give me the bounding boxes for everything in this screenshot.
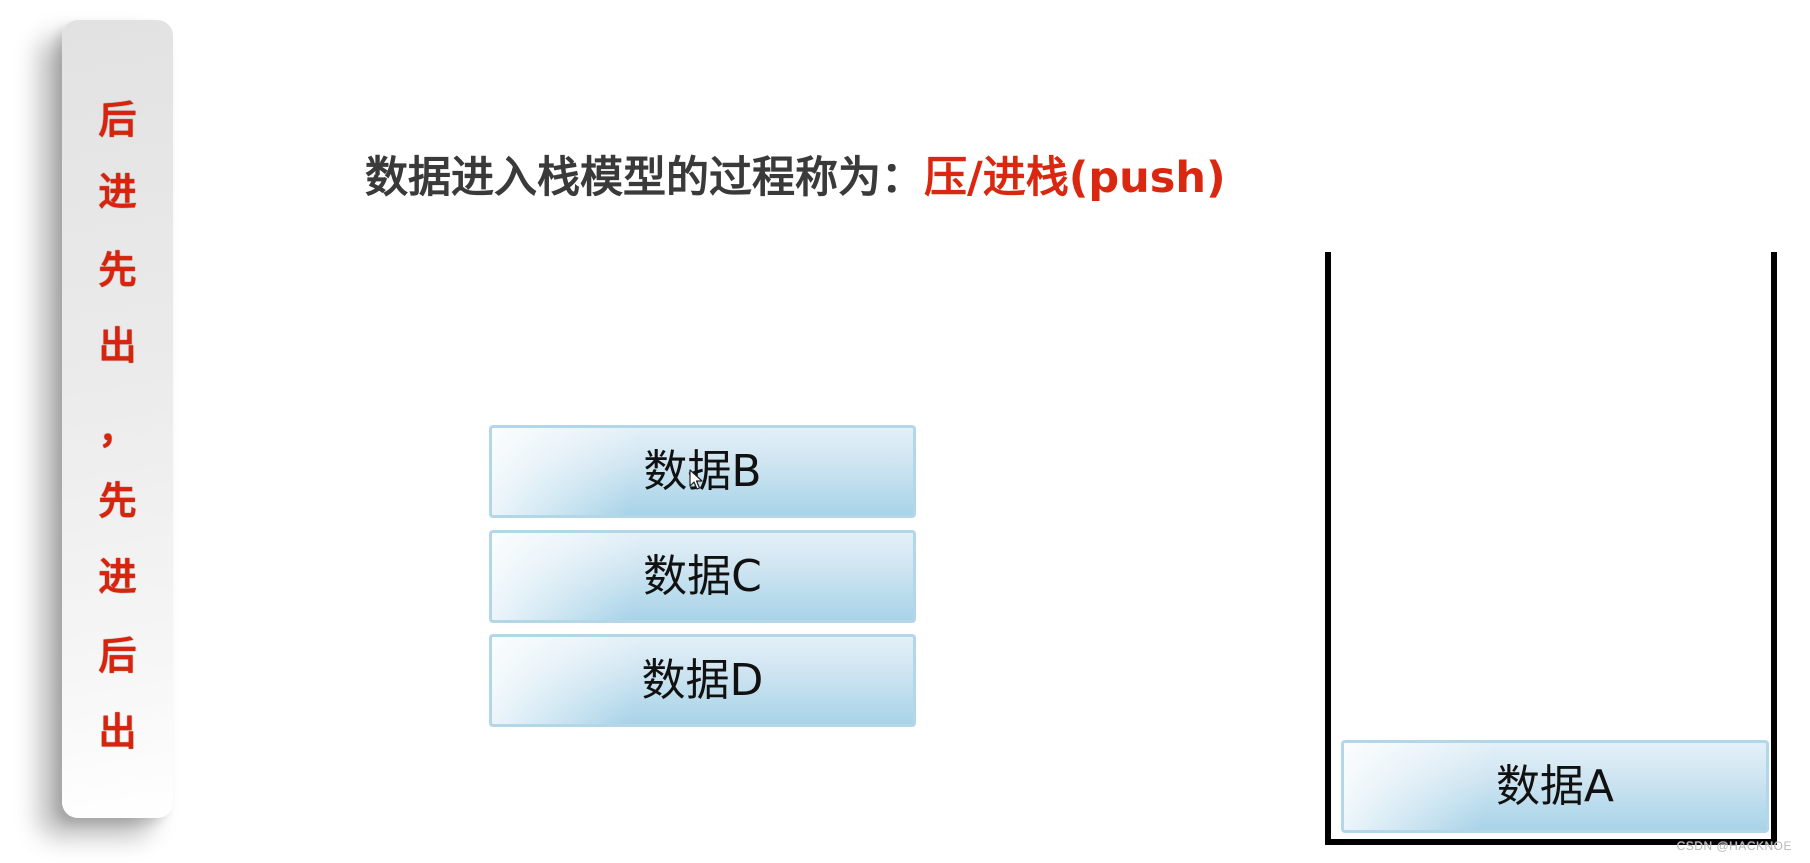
sidebar-char: 后 bbox=[98, 634, 137, 678]
data-block-d[interactable]: 数据D bbox=[489, 634, 916, 727]
data-block-c[interactable]: 数据C bbox=[489, 530, 916, 623]
mouse-pointer-icon bbox=[689, 469, 703, 490]
watermark: CSDN @HACKNOE bbox=[1676, 839, 1792, 853]
title-term-push: 压/进栈(push) bbox=[924, 153, 1226, 203]
sidebar-char: 出 bbox=[98, 324, 137, 368]
sidebar-char: 出 bbox=[98, 710, 137, 754]
data-block-label: 数据A bbox=[1495, 760, 1615, 812]
sidebar-char: 后 bbox=[98, 98, 137, 142]
sidebar-char: 进 bbox=[98, 555, 137, 599]
stack-item-data-a[interactable]: 数据A bbox=[1341, 740, 1769, 833]
data-block-label: 数据C bbox=[643, 550, 762, 602]
sidebar-char: 进 bbox=[98, 170, 137, 214]
data-block-b[interactable]: 数据B bbox=[489, 425, 916, 518]
title-description: 数据进入栈模型的过程称为： bbox=[365, 153, 924, 203]
stack-container bbox=[1325, 252, 1777, 845]
sidebar-char: ， bbox=[98, 408, 137, 452]
page-title: 数据进入栈模型的过程称为：压/进栈(push) bbox=[365, 150, 1226, 206]
data-block-label: 数据B bbox=[643, 445, 762, 497]
lifo-sidebar-card: 后 进 先 出 ， 先 进 后 出 bbox=[62, 20, 173, 818]
data-block-label: 数据D bbox=[641, 654, 764, 706]
sidebar-char: 先 bbox=[98, 248, 137, 292]
sidebar-char: 先 bbox=[98, 479, 137, 523]
